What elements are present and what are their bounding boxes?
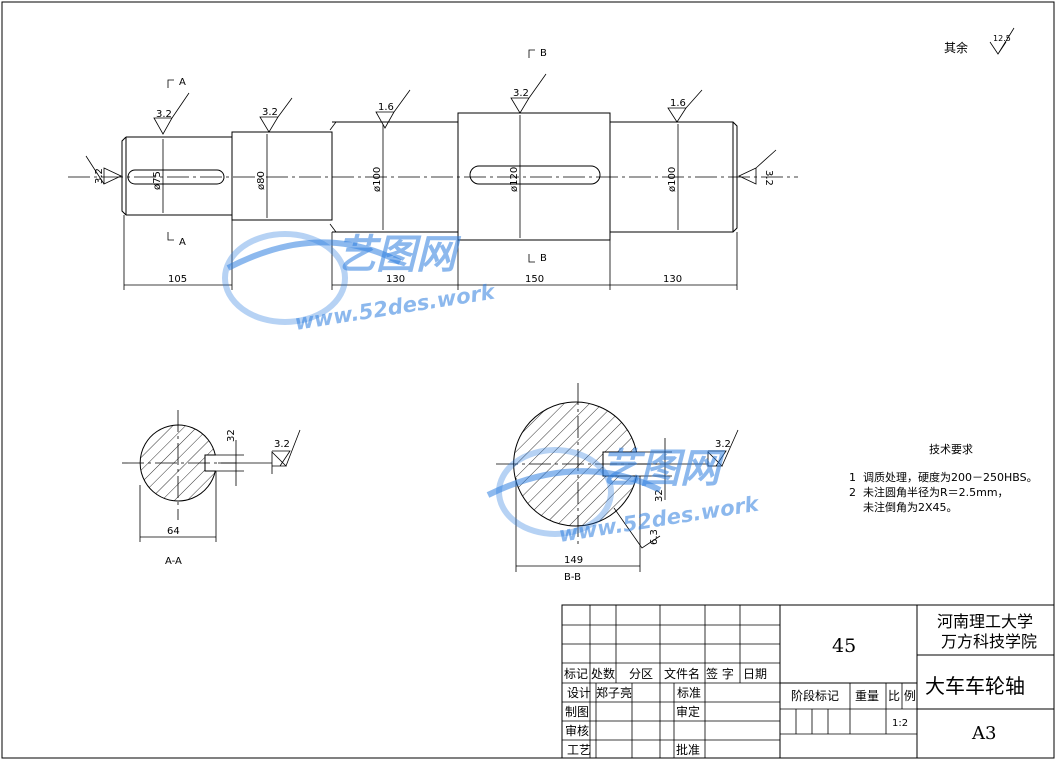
tb-header-count: 处数 (591, 666, 615, 681)
roughness-mark-left-end: 3.2 (85, 155, 122, 185)
tb-header-zone: 分区 (629, 667, 653, 681)
section-b-key-dim: 32 (654, 489, 665, 502)
dia-75: ø75 (152, 171, 163, 190)
roughness-mark-3: 1.6 (375, 89, 411, 129)
tb-header-weight: 重量 (855, 689, 879, 703)
section-b-bottom: B (540, 253, 547, 264)
section-a-bottom: A (179, 237, 186, 248)
dia-120: ø120 (509, 167, 520, 192)
tb-header-mark: 标记 (564, 667, 588, 681)
tech-requirements: 技术要求 1 调质处理，硬度为200－250HBS。 2 未注圆角半径为R＝2.… (849, 443, 1038, 514)
title-block-material: 45 (832, 635, 856, 657)
section-b-dia: 149 (564, 555, 583, 566)
tech-requirement-3: 未注倒角为2X45。 (849, 500, 958, 514)
tb-row-design: 设计 (567, 686, 591, 700)
section-b-b: 149 32 3.2 6.3 B-B (496, 383, 739, 583)
watermark-1-brand: 艺图网 (336, 232, 462, 278)
tech-requirement-2: 2 未注圆角半径为R＝2.5mm， (849, 485, 1009, 499)
len-150: 150 (525, 274, 544, 285)
watermark-2-brand: 艺图网 (600, 446, 726, 492)
tb-row-drawing: 制图 (565, 705, 589, 719)
section-b-chamfer-mark: 6.3 (613, 507, 661, 549)
section-a-title: A-A (165, 556, 182, 567)
keyway-b (469, 165, 601, 185)
title-block-sheet-size: A3 (971, 723, 996, 744)
len-130-left: 130 (386, 274, 405, 285)
watermark-1-url: www.52des.work (293, 279, 498, 335)
section-a-dia: 64 (167, 526, 180, 537)
general-roughness: 其余 12.5 (944, 27, 1015, 55)
tb-row-process: 工艺 (567, 743, 591, 757)
svg-text:3.2: 3.2 (94, 168, 105, 184)
tb-header-ratio: 比 例 (888, 689, 916, 703)
roughness-mark-1: 3.2 (153, 92, 190, 135)
tb-row-approve: 批准 (676, 742, 700, 757)
tb-row-designer: 郑子亮 (596, 685, 632, 700)
tb-row-check: 审核 (565, 723, 589, 738)
section-a-hatch (139, 424, 216, 502)
title-block-scale: 1:2 (892, 718, 908, 729)
roughness-mark-2: 3.2 (259, 97, 293, 133)
section-b-title: B-B (564, 572, 581, 583)
svg-text:6.3: 6.3 (649, 529, 660, 545)
tech-requirement-1: 1 调质处理，硬度为200－250HBS。 (849, 470, 1038, 484)
tb-header-sign: 签 字 (706, 666, 734, 681)
section-a-top: A (179, 77, 186, 88)
roughness-mark-right-end: 3.2 (738, 149, 777, 186)
keyway-a (127, 169, 225, 185)
tb-row-standard: 标准 (677, 686, 701, 700)
roughness-mark-4: 3.2 (510, 73, 547, 114)
section-a-roughness: 3.2 (271, 429, 301, 474)
dia-80: ø80 (256, 171, 267, 190)
title-block-part-name: 大车车轮轴 (925, 674, 1025, 698)
tb-header-date: 日期 (743, 667, 767, 681)
dia-100-left: ø100 (372, 167, 383, 192)
svg-text:3.2: 3.2 (156, 109, 172, 120)
title-block-school-1: 河南理工大学 (937, 612, 1033, 631)
title-block: 45 河南理工大学 万方科技学院 大车车轮轴 A3 1:2 标记 处数 分区 文… (561, 604, 1055, 759)
svg-text:3.2: 3.2 (763, 170, 774, 186)
watermark-1: 艺图网 www.52des.work (222, 231, 498, 335)
tech-requirements-title: 技术要求 (929, 443, 973, 456)
section-b-roughness: 3.2 (610, 429, 739, 467)
roughness-mark-5: 1.6 (667, 89, 703, 123)
svg-text:3.2: 3.2 (513, 88, 529, 99)
svg-text:1.6: 1.6 (670, 98, 686, 109)
section-a-a: 64 32 3.2 A-A (122, 410, 301, 567)
title-block-school-2: 万方科技学院 (941, 632, 1037, 651)
svg-text:1.6: 1.6 (378, 102, 394, 113)
general-roughness-label: 其余 (944, 40, 968, 55)
shaft-main-view: ø75 ø80 ø100 ø120 ø100 105 130 150 130 A… (68, 48, 798, 290)
section-b-top: B (540, 48, 547, 59)
dia-100-right: ø100 (667, 167, 678, 192)
tb-header-stage-mark: 阶段标记 (791, 688, 839, 703)
section-a-key-dim: 32 (226, 429, 237, 442)
svg-text:3.2: 3.2 (274, 439, 290, 450)
len-130-right: 130 (663, 274, 682, 285)
tb-row-review: 审定 (676, 704, 700, 719)
svg-text:3.2: 3.2 (262, 107, 278, 118)
len-105: 105 (168, 274, 187, 285)
section-b-hatch (513, 401, 638, 527)
svg-text:3.2: 3.2 (715, 439, 731, 450)
general-roughness-value: 12.5 (993, 34, 1011, 43)
tb-header-file-name: 文件名 (664, 666, 700, 681)
